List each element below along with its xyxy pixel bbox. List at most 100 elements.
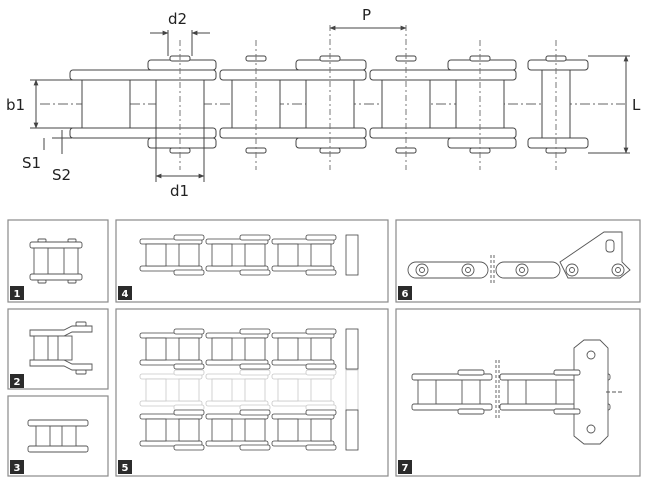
svg-text:2: 2 (14, 377, 21, 388)
outer-plate (173, 328, 205, 335)
svg-text:1: 1 (14, 289, 21, 300)
panel-4-illustration (139, 234, 359, 276)
outer-plate (173, 404, 205, 411)
end-pin (345, 328, 359, 370)
dimension-label-s2: S2 (52, 166, 71, 184)
outer-plate (173, 363, 205, 370)
roller (277, 243, 299, 267)
roller (178, 418, 200, 442)
chain-strand (139, 234, 359, 276)
roller (211, 378, 233, 402)
roller (81, 79, 131, 129)
panel-frame-1 (7, 219, 109, 303)
chain-strand (139, 328, 359, 370)
panel-badge-5: 5 (118, 460, 132, 474)
outer-plate (305, 234, 337, 241)
dimension-label-s1: S1 (22, 154, 41, 172)
panel-badge-7: 7 (398, 460, 412, 474)
dimension-label-l: L (632, 96, 641, 114)
inner-plate-bottom (69, 127, 217, 139)
outer-plate-bottom (295, 137, 367, 149)
roller (277, 337, 299, 361)
panel-3-illustration (27, 419, 89, 453)
outer-plate (305, 369, 337, 376)
roller (310, 337, 332, 361)
dimension-label-d2: d2 (168, 10, 187, 28)
inner-plate-top (219, 69, 367, 81)
svg-text:5: 5 (122, 463, 129, 474)
panel-6-illustration (407, 231, 631, 285)
panel-7-illustration (411, 339, 624, 445)
panel-badges: 1 2 3 4 5 6 7 (10, 286, 412, 474)
outer-plate-bottom (147, 137, 217, 149)
panel-badge-1: 1 (10, 286, 24, 300)
dimension-label-p: P (362, 6, 371, 24)
outer-plate-bottom (527, 137, 589, 149)
roller (244, 243, 266, 267)
svg-text:4: 4 (122, 289, 129, 300)
roller (310, 243, 332, 267)
svg-text:6: 6 (402, 289, 409, 300)
outer-plate (305, 363, 337, 370)
panel-frame-6 (395, 219, 641, 303)
roller (277, 418, 299, 442)
roller (145, 337, 167, 361)
roller (145, 243, 167, 267)
roller (178, 378, 200, 402)
panel-5-illustration (139, 328, 359, 451)
outer-plate (305, 269, 337, 276)
roller (244, 418, 266, 442)
outer-plate (173, 444, 205, 451)
panel-badge-3: 3 (10, 460, 24, 474)
dimension-label-d1: d1 (170, 182, 189, 200)
roller (178, 337, 200, 361)
panel-frame-4 (115, 219, 389, 303)
outer-plate (305, 409, 337, 416)
roller (277, 378, 299, 402)
inner-plate-top (69, 69, 217, 81)
outer-plate (305, 328, 337, 335)
outer-plate (239, 409, 271, 416)
roller (145, 418, 167, 442)
roller (310, 378, 332, 402)
roller (178, 243, 200, 267)
panel-2-illustration (29, 321, 93, 375)
outer-plate (173, 234, 205, 241)
outer-plate (239, 404, 271, 411)
outer-plate (173, 369, 205, 376)
outer-plate (239, 269, 271, 276)
outer-plate (239, 328, 271, 335)
panel-frame-5 (115, 308, 389, 477)
outer-plate (239, 369, 271, 376)
roller (145, 378, 167, 402)
roller (211, 418, 233, 442)
outer-plate (173, 409, 205, 416)
roller (310, 418, 332, 442)
chain-strand (139, 409, 359, 451)
panel-badge-4: 4 (118, 286, 132, 300)
panel-frame-2 (7, 308, 109, 390)
outer-plate (305, 444, 337, 451)
svg-text:3: 3 (14, 463, 21, 474)
outer-plate (239, 363, 271, 370)
outer-plate-bottom (447, 137, 517, 149)
dimension-label-b1: b1 (6, 96, 25, 114)
panel-1-illustration (29, 238, 83, 284)
panel-badge-2: 2 (10, 374, 24, 388)
svg-text:7: 7 (402, 463, 409, 474)
panel-badge-6: 6 (398, 286, 412, 300)
roller (244, 337, 266, 361)
roller (244, 378, 266, 402)
outer-plate (305, 404, 337, 411)
panel-frame-7 (395, 308, 641, 477)
end-pin (345, 409, 359, 451)
outer-plate (239, 444, 271, 451)
end-pin (345, 369, 359, 411)
chain-strand (139, 369, 359, 411)
outer-plate (173, 269, 205, 276)
roller (211, 243, 233, 267)
outer-plate (239, 234, 271, 241)
inner-plate-bottom (369, 127, 517, 139)
inner-plate-bottom (219, 127, 367, 139)
